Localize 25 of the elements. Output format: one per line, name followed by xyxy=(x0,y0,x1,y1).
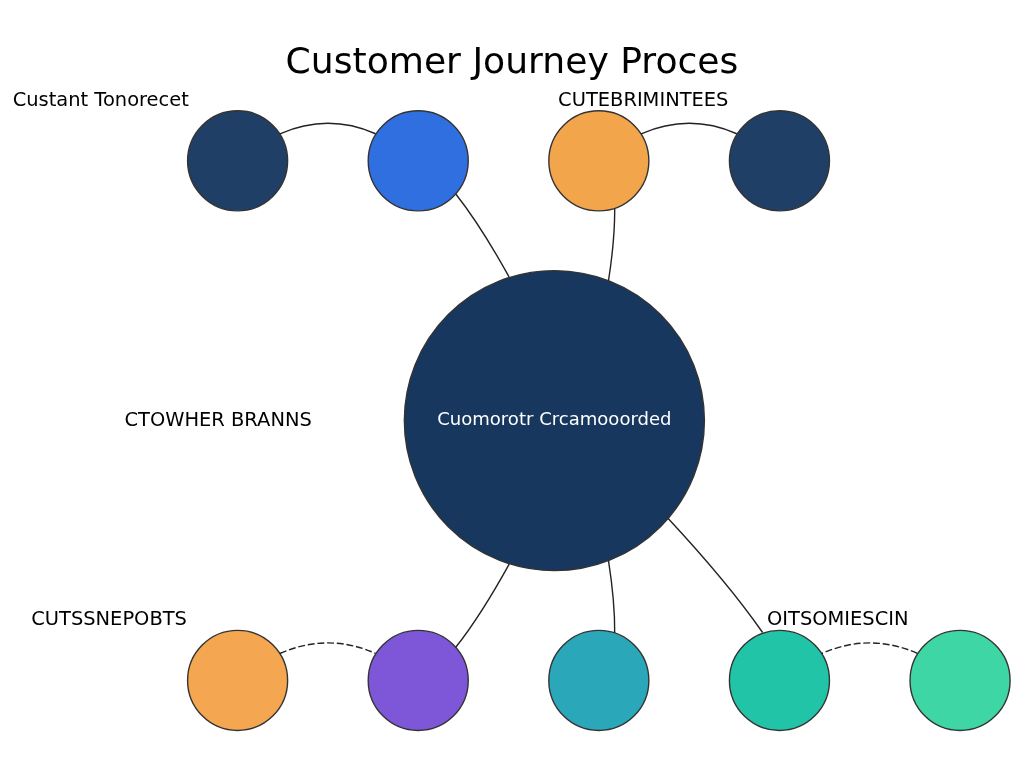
node-circle xyxy=(186,109,289,212)
connector xyxy=(455,562,510,648)
node-circle xyxy=(728,629,831,731)
node-circle xyxy=(548,109,650,212)
connector xyxy=(821,641,919,654)
node-circle xyxy=(728,109,831,212)
connector xyxy=(455,193,510,278)
node-circle: Cuomorotr Crcamooorded xyxy=(403,269,706,571)
connector xyxy=(607,559,616,634)
node-label: Custant Tonorecet xyxy=(12,87,189,111)
node-circle xyxy=(367,109,469,212)
node-circle xyxy=(367,629,469,731)
node-circle xyxy=(548,629,650,731)
connector xyxy=(667,517,764,633)
node-circle xyxy=(186,629,289,731)
label: CTOWHER BRANNS xyxy=(124,407,312,431)
node-circle xyxy=(909,629,1011,731)
connector xyxy=(607,207,616,281)
connector xyxy=(640,122,738,135)
connector xyxy=(279,122,377,135)
connector xyxy=(279,641,377,654)
diagram-title: Customer Journey Proces xyxy=(285,38,739,82)
node-label: OITSOMIESCIN xyxy=(767,606,909,630)
node-label: CUTSSNEPOBTS xyxy=(31,606,187,630)
node-label: CUTEBRIMINTEES xyxy=(558,87,729,111)
